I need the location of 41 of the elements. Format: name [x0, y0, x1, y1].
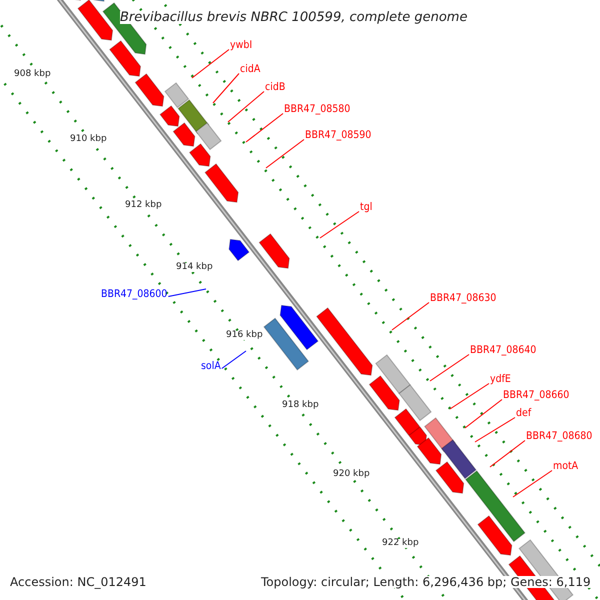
leader-line [168, 288, 206, 297]
leader-line [512, 470, 552, 498]
gene-label: def [516, 408, 532, 418]
leader-line [212, 73, 240, 104]
gene-label: cidA [240, 64, 260, 74]
gene-label: tgl [360, 202, 372, 212]
gene-label: cidB [265, 82, 286, 92]
gene-label: ydfE [490, 374, 511, 384]
genome-info-text: Topology: circular; Length: 6,296,436 bp; Genes: 6,119 [261, 576, 591, 588]
gene-label: BBR47_08680 [526, 431, 592, 442]
gene-label: BBR47_08580 [284, 104, 350, 114]
leader-line [392, 302, 430, 330]
gene-label: BBR47_08660 [503, 390, 570, 400]
gene-label: motA [553, 461, 578, 472]
gene-label: BBR47_08630 [430, 293, 496, 304]
scale-label: 910 kbp [70, 135, 107, 144]
leader-line [228, 91, 264, 122]
scale-label: 912 kbp [125, 201, 162, 210]
scale-label: 922 kbp [382, 539, 419, 548]
gene-label: ywbI [230, 40, 252, 50]
gene-label: BBR47_08600 [101, 289, 168, 300]
leader-line [430, 354, 470, 382]
scale-label: 920 kbp [333, 470, 370, 479]
leader-line [474, 417, 516, 442]
leader-line [246, 113, 284, 142]
scale-label: 916 kbp [226, 331, 263, 340]
gene-label: BBR47_08640 [470, 345, 536, 356]
scale-label: 914 kbp [176, 263, 213, 272]
map-title: Brevibacillus brevis NBRC 100599, complete genome [120, 11, 468, 24]
leader-line [266, 139, 304, 168]
scale-label: 918 kbp [282, 401, 319, 410]
gene-label: BBR47_08590 [305, 130, 372, 140]
leader-line [464, 399, 502, 428]
leader-line [450, 383, 490, 410]
leader-line [192, 49, 230, 78]
gene-label: solA [201, 361, 221, 372]
leader-line [221, 350, 246, 369]
leader-line [490, 440, 526, 468]
scale-label: 908 kbp [14, 70, 51, 79]
leader-line [320, 211, 360, 238]
accession-text: Accession: NC_012491 [10, 576, 146, 588]
